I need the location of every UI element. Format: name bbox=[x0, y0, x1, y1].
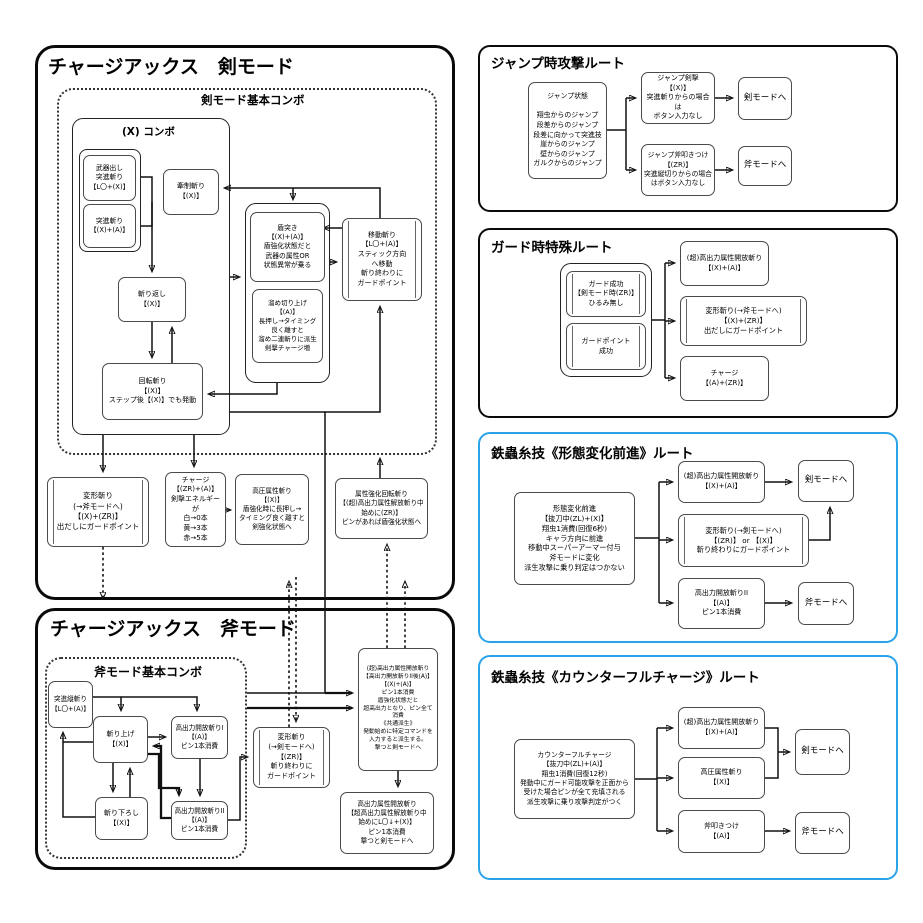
node-weapon-draw-rush-slash: 武器出し 突進斬り 【L〇+(X)】 bbox=[83, 155, 136, 201]
x-combo-label: (X) コンボ bbox=[122, 126, 175, 138]
node-counter-to-sword: 剣モードへ bbox=[795, 729, 850, 775]
node-counter-aed: (超)高出力属性開放斬り 【(X)+(A)】 bbox=[678, 707, 765, 749]
x-combo-container bbox=[72, 118, 230, 435]
node-element-discharge-2: 高出力開放斬りII 【(A)】 ピン1本消費 bbox=[171, 801, 228, 840]
node-condensed-element-slash: 高圧属性斬り 【(X)】 盾強化時に長押し→ タイミング良く離すと 剣強化状態へ bbox=[235, 474, 309, 545]
node-rush-slash: 突進斬り 【(X)+(A)】 bbox=[83, 204, 136, 248]
counter-route-title: 鉄蟲糸技《カウンターフルチャージ》ルート bbox=[491, 670, 760, 686]
sword-mode-title: チャージアックス 剣モード bbox=[48, 56, 294, 78]
node-amped-element-discharge: (超)高出力属性開放斬り 【高出力開放斬りII後(A)】 【(X)+(A)】 ピ… bbox=[358, 648, 438, 771]
node-morph-advance-main: 形態変化前進 【抜刀中(ZL)+(X)】 翔虫1消費(回復6秒) キャラ方向に前… bbox=[514, 492, 635, 585]
node-boost-spin-slash: 属性強化回転斬り 【(超)高出力属性解放斬り中 始めに(ZR)】 ピンがあれば盾… bbox=[335, 478, 428, 539]
draw-group-container bbox=[79, 149, 141, 252]
guard-route-title: ガード時特殊ルート bbox=[491, 240, 613, 256]
node-guard-aed: (超)高出力属性開放斬り 【(X)+(A)】 bbox=[680, 241, 769, 286]
node-jump-to-sword-mode: 剣モードへ bbox=[738, 77, 792, 120]
node-jump-to-axe-mode: 斧モードへ bbox=[738, 146, 792, 186]
node-moving-slash: 移動斬り 【L〇+(A)】 スティック方向 へ移動 斬り終わりに ガードポイント bbox=[342, 218, 422, 301]
axe-basic-combo-label: 斧モード基本コンボ bbox=[94, 665, 203, 679]
node-element-discharge-1: 高出力開放斬りI 【(A)】 ピン1本消費 bbox=[171, 716, 228, 759]
node-counter-condensed-slash: 高圧属性斬り 【(X)】 bbox=[678, 757, 765, 799]
node-return-slash: 斬り返し 【(X)】 bbox=[118, 277, 186, 322]
sword-mode-container bbox=[35, 45, 455, 600]
node-guard-charge: チャージ 【(A)+(ZR)】 bbox=[680, 356, 769, 401]
node-down-slash: 斬り下ろし 【(X)】 bbox=[95, 797, 148, 840]
node-guard-success: ガード成功 【剣モード時(ZR)】 ひるみ無し bbox=[566, 271, 646, 317]
morph-advance-route-title: 鉄蟲糸技《形態変化前進》ルート bbox=[491, 446, 694, 462]
counter-route-container bbox=[478, 655, 898, 880]
node-rush-vertical-slash: 突進縦斬り 【L〇+(A)】 bbox=[48, 681, 93, 728]
node-counter-to-axe: 斧モードへ bbox=[795, 812, 850, 854]
node-counter-axe-smash: 斧叩きつけ 【(A)】 bbox=[678, 810, 765, 853]
sword-basic-combo-label: 剣モード基本コンボ bbox=[201, 93, 305, 107]
node-shield-thrust: 盾突き 【(X)+(A)】 盾強化状態だと 武器の属性OR 状態異常が乗る bbox=[250, 212, 325, 282]
node-morph-to-sword: 変形斬り (→剣モードへ) 【(ZR)】 斬り終わりに ガードポイント bbox=[253, 727, 330, 788]
node-morph-advance-to-axe: 斧モードへ bbox=[798, 582, 854, 625]
morph-advance-route-container bbox=[478, 432, 898, 643]
node-morph-advance-morph-slash: 変形斬り(→剣モードへ) 【(ZR)】 or 【(X)】 斬り終わりにガードポイ… bbox=[678, 514, 809, 567]
jump-route-title: ジャンプ時攻撃ルート bbox=[491, 56, 625, 72]
node-poke-slash: 牽制斬り 【(X)】 bbox=[163, 169, 219, 215]
node-charge: チャージ 【(ZR)+(A)】 剣撃エネルギーが 白→0本 黄→3本 赤→5本 bbox=[165, 472, 226, 547]
node-morph-advance-aed: (超)高出力属性開放斬り 【(X)+(A)】 bbox=[678, 461, 765, 503]
node-spin-slash: 回転斬り 【(X)】 ステップ後【(X)】でも発動 bbox=[102, 363, 203, 420]
axe-mode-container bbox=[35, 608, 455, 870]
guard-source-container bbox=[560, 263, 652, 377]
node-jump-axe-smash: ジャンプ斧叩きつけ 【(ZR)】 突進縦切りからの場合 はボタン入力なし bbox=[641, 144, 715, 196]
guard-route-container bbox=[478, 228, 898, 418]
jump-route-container bbox=[478, 45, 898, 212]
axe-mode-title: チャージアックス 斧モード bbox=[50, 618, 296, 640]
node-jump-state: ジャンプ状態 翔虫からのジャンプ 段差からのジャンプ 段差に向かって突進技 崖か… bbox=[528, 82, 607, 179]
node-morph-advance-to-sword: 剣モードへ bbox=[798, 460, 854, 502]
node-morph-advance-discharge2: 高出力開放斬りII 【(A)】 ピン1本消費 bbox=[678, 578, 765, 629]
node-guardpoint-success: ガードポイント 成功 bbox=[566, 323, 646, 370]
node-rising-slash: 斬り上げ 【(X)】 bbox=[93, 716, 148, 763]
node-aed-followup: 高出力属性開放斬り 【超高出力属性解放斬り中 始めにL〇↓+(X)】 ピン1本消… bbox=[340, 792, 434, 854]
node-morph-to-axe: 変形斬り (→斧モードへ) 【(X)+(ZR)】 出だしにガードポイント bbox=[47, 477, 149, 547]
node-guard-morph-slash: 変形斬り(→斧モードへ) 【(X)+(ZR)】 出だしにガードポイント bbox=[680, 296, 807, 346]
node-jump-sword-attack: ジャンプ剣撃 【(X)】 突進斬りからの場合は ボタン入力なし bbox=[641, 72, 715, 124]
node-counter-main: カウンターフルチャージ 【抜刀中(ZL)+(A)】 翔虫1消費(回復12秒) 発… bbox=[514, 739, 635, 819]
node-charged-upswing: 溜め切り上げ 【(A)】 長押し→タイミング 良く離すと 溜め二連斬りに派生 剣… bbox=[252, 289, 323, 363]
